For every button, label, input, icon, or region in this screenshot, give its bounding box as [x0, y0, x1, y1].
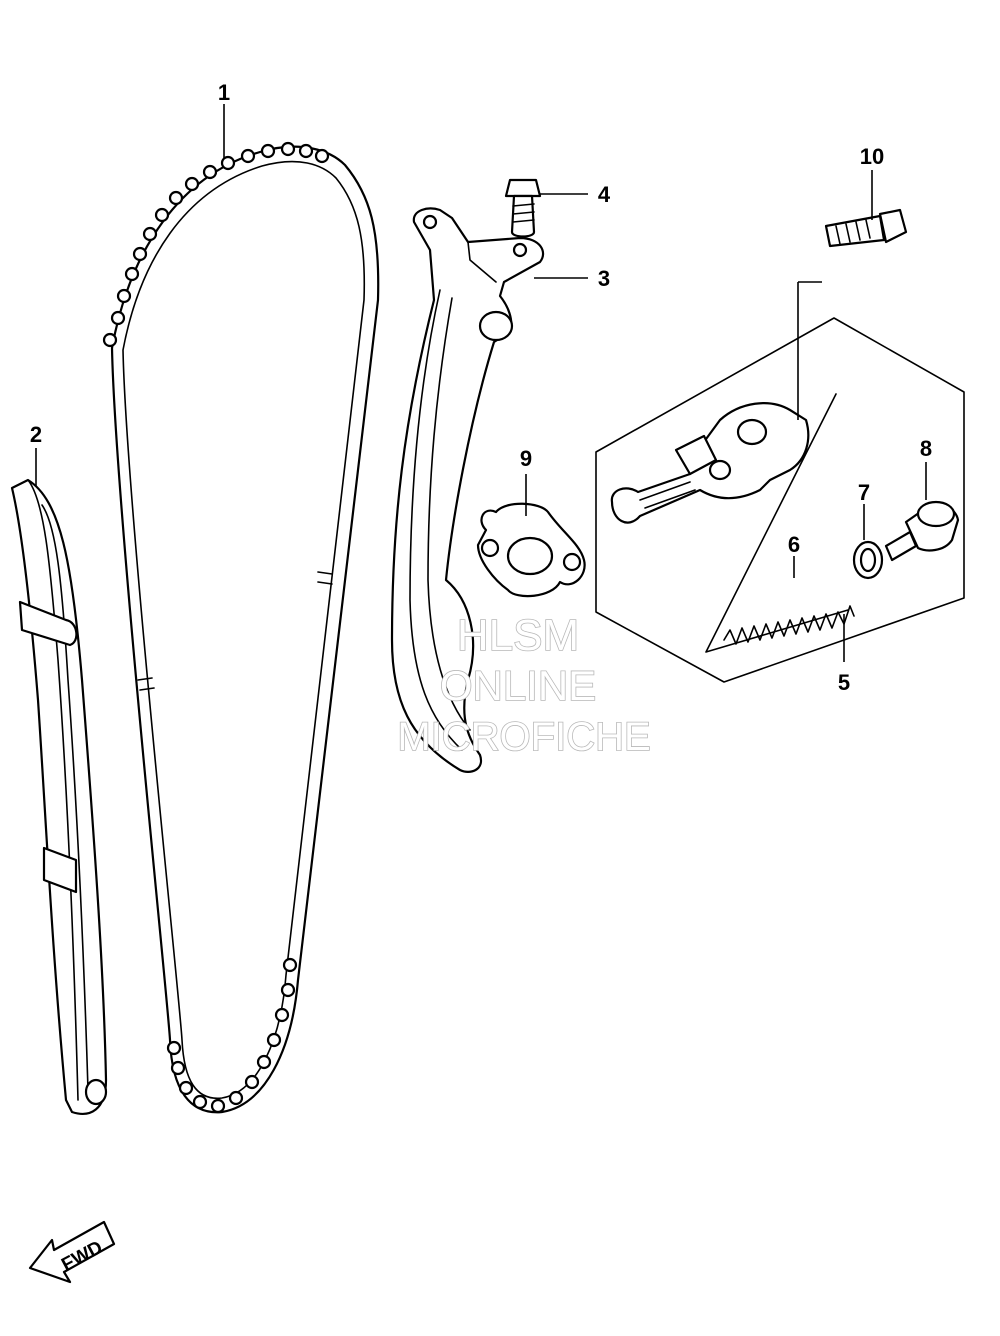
cam-chain-tensioner-arm	[390, 207, 545, 773]
watermark-line-3: MICROFICHE	[397, 715, 650, 759]
callout-8: 8	[920, 436, 932, 461]
leader-lines	[35, 104, 927, 662]
callout-9: 9	[520, 446, 532, 471]
spring-6	[723, 605, 855, 645]
washer-7	[852, 540, 884, 580]
plug-bolt-8	[884, 500, 960, 562]
gasket-9	[476, 502, 586, 598]
callout-labels: 1 2 3 4 5 6 7 8 9 10	[30, 80, 932, 695]
callout-5: 5	[838, 670, 850, 695]
callout-7: 7	[858, 480, 870, 505]
bolt-4	[504, 178, 542, 238]
chain-links-top	[102, 141, 330, 348]
bolt-10	[824, 208, 908, 248]
callout-1: 1	[218, 80, 230, 105]
callout-10: 10	[860, 144, 884, 169]
callout-6: 6	[788, 532, 800, 557]
tensioner-assy-box	[595, 317, 965, 683]
callout-4: 4	[598, 182, 611, 207]
cam-chain-guide	[10, 478, 108, 1115]
watermark-line-2: ONLINE	[440, 662, 596, 709]
chain-links-bottom	[166, 957, 298, 1114]
cam-chain	[102, 141, 380, 1114]
watermark-line-1: HLSM	[457, 611, 579, 660]
watermark: HLSM ONLINE MICROFICHE	[397, 610, 652, 760]
callout-2: 2	[30, 422, 42, 447]
fwd-arrow: FWD	[28, 1220, 116, 1284]
callout-3: 3	[598, 266, 610, 291]
tensioner-body	[610, 402, 810, 524]
